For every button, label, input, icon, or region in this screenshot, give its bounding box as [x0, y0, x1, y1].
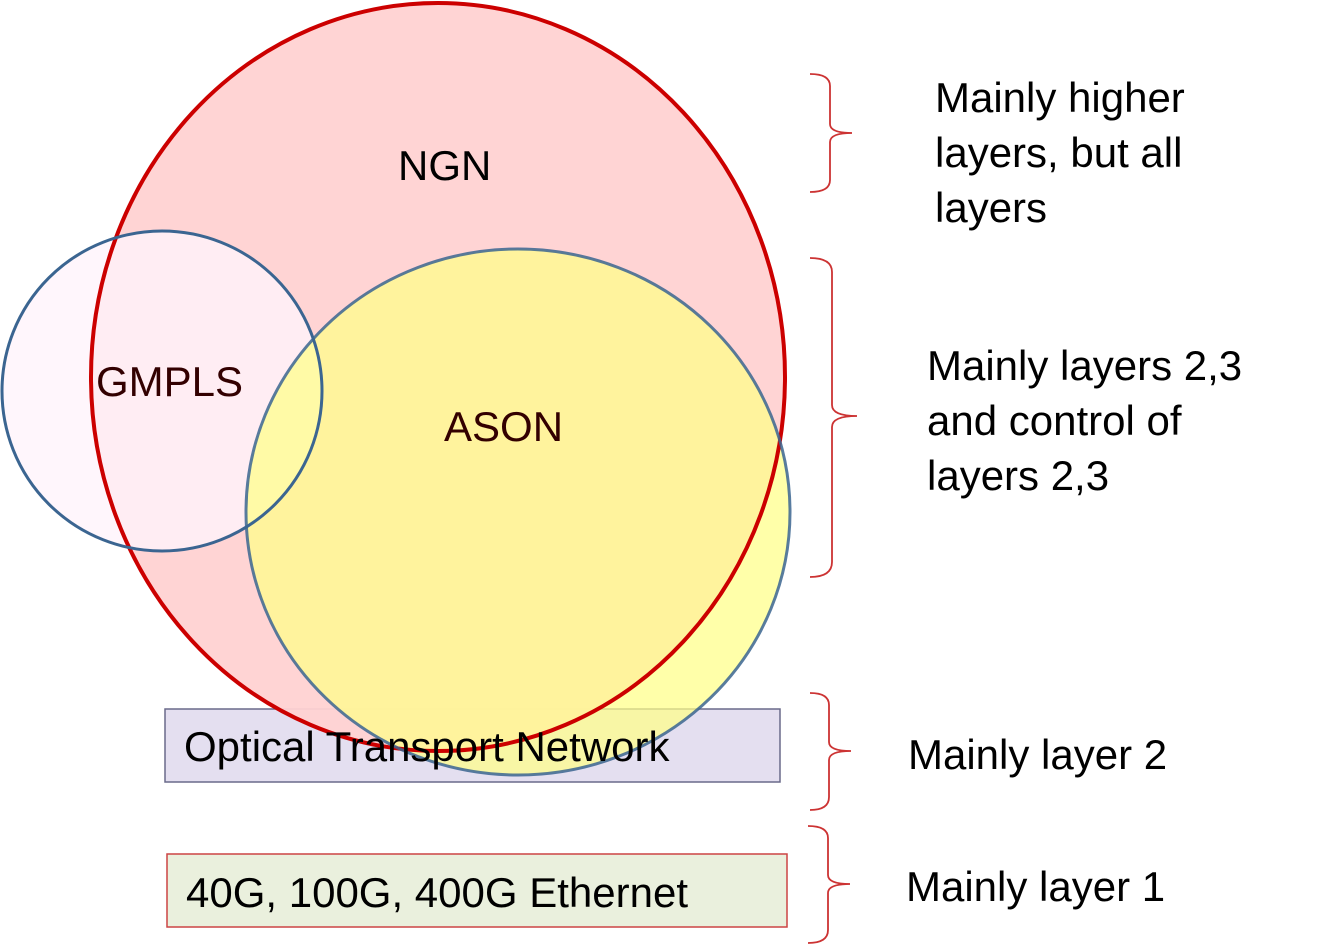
ngn-label: NGN	[398, 142, 491, 189]
annotation-layer-2: Mainly layer 2	[908, 727, 1167, 782]
ason-outline	[244, 247, 792, 777]
ason-label: ASON	[444, 403, 563, 450]
annotation-line: and control of	[927, 397, 1182, 444]
bracket-layers23	[809, 257, 858, 578]
otn-label: Optical Transport Network	[184, 723, 671, 770]
annotation-line: layers 2,3	[927, 452, 1110, 499]
bracket-layer1	[807, 825, 851, 944]
annotation-line: Mainly higher	[935, 74, 1185, 121]
annotation-line: layers, but all	[935, 129, 1183, 176]
annotation-layers-2-3: Mainly layers 2,3 and control of layers …	[927, 338, 1242, 503]
ngn-outline	[89, 1, 787, 753]
ethernet-label: 40G, 100G, 400G Ethernet	[186, 869, 688, 916]
bracket-higher	[809, 73, 853, 193]
ethernet-box	[166, 853, 788, 928]
gmpls-label: GMPLS	[96, 358, 243, 405]
gmpls-outline	[0, 229, 324, 553]
annotation-line: Mainly layers 2,3	[927, 342, 1243, 389]
annotation-higher-layers: Mainly higher layers, but all layers	[935, 70, 1185, 235]
annotation-line: Mainly layer 2	[908, 731, 1168, 778]
gmpls-circle	[2, 231, 322, 551]
annotation-line: Mainly layer 1	[906, 863, 1166, 910]
annotation-line: layers	[935, 184, 1048, 231]
bracket-layer2	[809, 692, 852, 811]
ason-circle	[246, 249, 790, 775]
annotation-layer-1: Mainly layer 1	[906, 859, 1165, 914]
